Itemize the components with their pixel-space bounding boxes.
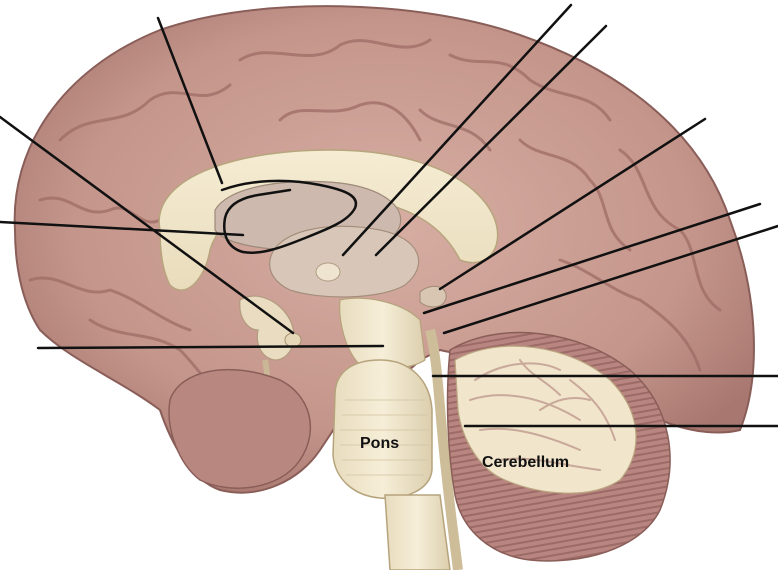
label-cerebellum: Cerebellum [482,454,570,471]
leader-line-9 [442,224,778,335]
mammillary-body [284,332,302,348]
leader-line-6 [374,24,608,257]
label-pons: Pons [360,435,400,452]
hand-drawn-outline [220,179,358,254]
pons-structure [332,359,433,499]
intermediate-mass [315,262,341,282]
medulla-oblongata [384,494,451,570]
leader-line-1 [156,16,224,185]
leader-line-5 [341,3,573,257]
temporal-lobe [168,368,312,489]
leader-lines [0,3,778,428]
leader-line-3 [0,220,245,237]
leader-line-7 [438,117,707,291]
hypothalamus [239,295,295,361]
leader-line-4 [36,344,385,350]
pineal-gland [419,285,447,308]
fourth-ventricle-canal [425,328,463,570]
thalamus [269,225,420,298]
arbor-vitae [454,345,637,494]
leader-line-8 [422,202,762,315]
leader-line-2 [0,115,295,335]
